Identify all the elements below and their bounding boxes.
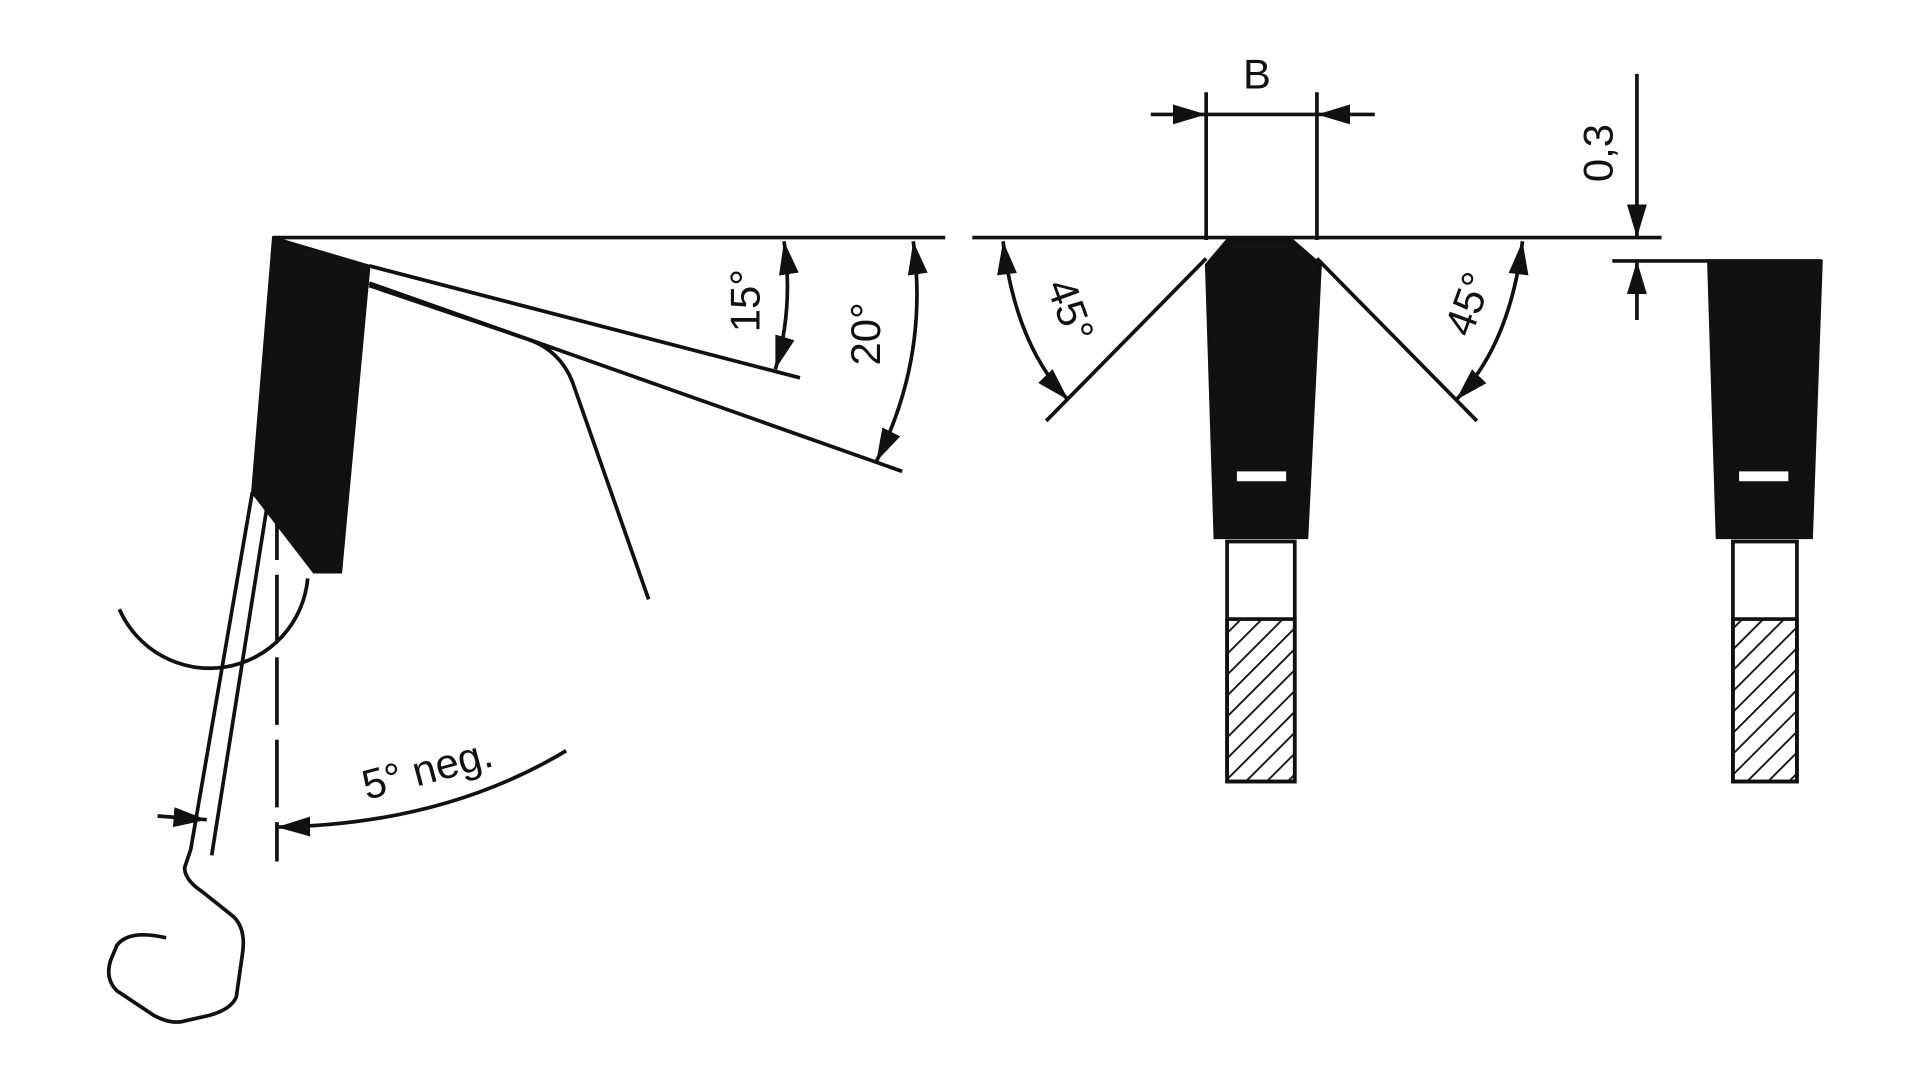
gullet-line	[368, 283, 651, 600]
kerf-width-label: B	[1243, 51, 1271, 98]
blade-section-hatch	[1225, 617, 1297, 784]
bevel-line-right	[1315, 257, 1479, 423]
blade-inner-line	[209, 498, 271, 856]
blade-body-outline	[106, 491, 255, 1024]
side-clearance-label: 0,3	[1574, 124, 1621, 182]
tooth-marker	[1236, 471, 1287, 482]
tooth-side	[1707, 259, 1823, 540]
front-view: B 45° 45°	[972, 51, 1662, 784]
bevel-left-label: 45°	[1038, 273, 1104, 349]
blade-section-hatch	[1731, 617, 1799, 784]
wedge-angle-label: 20°	[842, 302, 889, 365]
hook-angle-arc	[276, 749, 568, 837]
tooth-marker	[1739, 471, 1789, 482]
bevel-arc-left	[997, 241, 1070, 402]
tooth-front	[1204, 238, 1322, 540]
tooth-tip	[251, 235, 371, 574]
bevel-line-left	[1044, 257, 1208, 423]
bevel-arc-right	[1454, 241, 1529, 402]
wedge-angle-arc	[874, 240, 928, 463]
clearance-angle-label: 15°	[721, 269, 768, 332]
clearance-angle-arc	[773, 240, 799, 370]
tooth-arc	[117, 578, 310, 671]
clearance-line	[368, 264, 801, 380]
hook-angle-arrow	[157, 807, 207, 828]
hook-angle-label: 5° neg.	[357, 729, 498, 809]
side-view: 15° 20° 5° neg.	[106, 235, 946, 1024]
bevel-right-label: 45°	[1435, 266, 1501, 342]
side-clearance-view: 0,3	[1574, 73, 1823, 784]
